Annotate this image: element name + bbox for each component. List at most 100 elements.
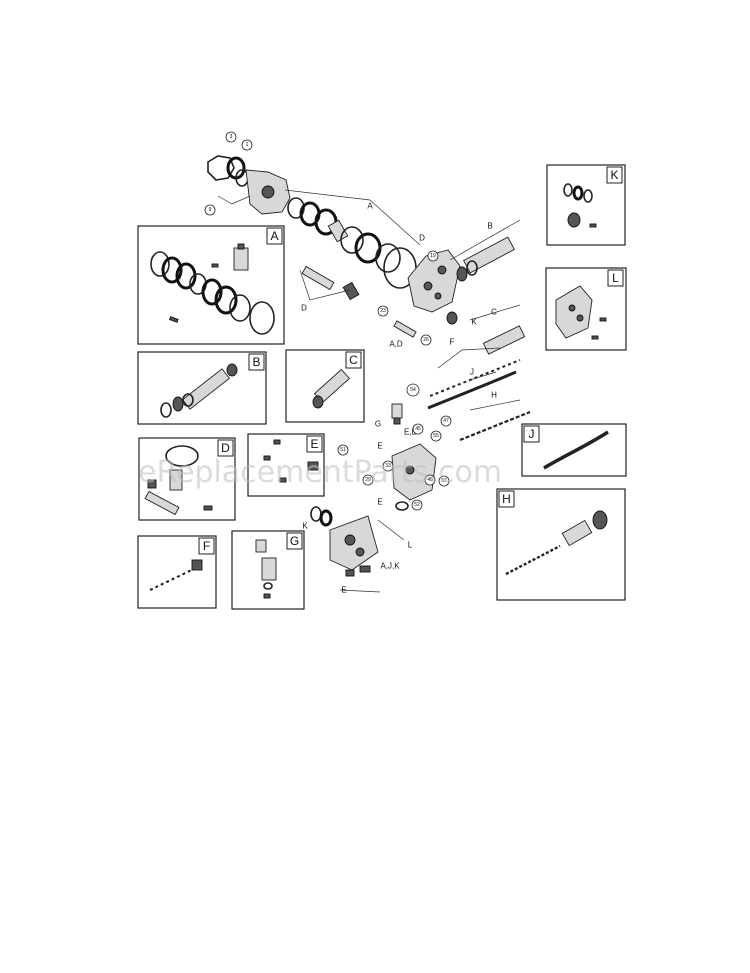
svg-text:54: 54 — [410, 387, 416, 393]
kit-label-b: B — [252, 355, 260, 369]
unloader-nut — [456, 266, 468, 282]
kit-box-d: D — [138, 437, 236, 521]
callout-a-d: A,D — [389, 340, 403, 349]
callout-k-2: K — [302, 522, 308, 531]
outlet-tube — [482, 325, 526, 355]
part-number: 33 — [382, 460, 394, 472]
kit-box-k: K — [546, 164, 626, 246]
svg-text:3: 3 — [230, 134, 233, 140]
leader-j — [469, 371, 497, 381]
callout-d-2: D — [301, 304, 307, 313]
spring-h — [459, 410, 531, 442]
fitting-2 — [345, 569, 355, 577]
svg-text:29: 29 — [365, 477, 371, 483]
part-number: 19 — [427, 250, 439, 262]
kit-label-e: E — [310, 437, 318, 451]
part-number: 47 — [440, 415, 452, 427]
part-number: 9 — [204, 204, 216, 216]
callout-h: H — [491, 391, 497, 400]
kit-box-c: C — [285, 349, 365, 423]
callout-labels: A B C D D A,D K F J H G E,L E E K L A,J,… — [301, 202, 497, 595]
unloader-tube — [463, 236, 515, 274]
bolt — [393, 320, 417, 338]
leader-f — [437, 347, 501, 369]
callout-c: C — [491, 308, 497, 317]
manifold-port-1 — [423, 281, 433, 291]
lower-ring-1 — [310, 506, 322, 522]
kit-label-l: L — [612, 271, 619, 285]
leader-9 — [217, 195, 251, 205]
valve-block-port-2 — [355, 547, 365, 557]
watermark: eReplacementParts.com — [138, 455, 502, 490]
part-number-callouts: 3 1 9 19 23 26 54 45 47 55 51 33 29 48 5… — [204, 131, 452, 511]
piston-rod — [301, 265, 335, 291]
leader-d — [299, 269, 351, 301]
kit-box-h: H — [496, 488, 626, 601]
leader-a — [284, 189, 421, 246]
kit-box-b: B — [137, 351, 267, 425]
lower-ring-2 — [319, 509, 333, 527]
kit-label-d: D — [221, 441, 230, 455]
leader-h — [469, 399, 521, 411]
callout-k-1: K — [471, 318, 477, 327]
hose-f — [429, 359, 521, 397]
kit-box-e: E — [247, 433, 325, 497]
part-number: 51 — [337, 444, 349, 456]
callout-j: J — [470, 368, 474, 377]
leader-e — [339, 589, 381, 593]
callout-e-2: E — [377, 498, 382, 507]
svg-text:19: 19 — [430, 253, 436, 259]
callout-l: L — [408, 541, 413, 550]
manifold-port-3 — [434, 292, 442, 300]
svg-text:23: 23 — [380, 308, 386, 314]
part-number: 23 — [377, 305, 389, 317]
svg-text:52: 52 — [414, 502, 420, 508]
piston-ring-6 — [375, 243, 401, 273]
svg-text:51: 51 — [340, 447, 346, 453]
kit-label-h: H — [502, 492, 511, 506]
part-number: 1 — [241, 139, 253, 151]
part-number: 3 — [225, 131, 237, 143]
main-assembly — [207, 155, 531, 593]
callout-f: F — [450, 338, 455, 347]
kit-label-g: G — [290, 534, 299, 548]
svg-text:48: 48 — [427, 477, 433, 483]
leader-c — [469, 304, 521, 321]
part-number: 52 — [411, 499, 423, 511]
part-number: 48 — [424, 474, 436, 486]
retaining-ring — [207, 155, 235, 181]
kit-box-f: F — [137, 535, 217, 609]
svg-text:1: 1 — [246, 142, 249, 148]
part-number: 54 — [406, 383, 420, 397]
leader-l — [377, 519, 405, 541]
part-number: 45 — [412, 423, 424, 435]
part-number: 29 — [362, 474, 374, 486]
part-number: 26 — [420, 334, 432, 346]
piston-ring-4 — [340, 226, 364, 254]
kit-box-j: J — [521, 423, 627, 477]
lower-o-ring — [395, 501, 409, 511]
callout-e-3: E — [341, 586, 346, 595]
svg-text:55: 55 — [433, 433, 439, 439]
part-number: 55 — [430, 430, 442, 442]
kit-box-l: L — [545, 267, 627, 351]
plunger — [342, 281, 360, 301]
piston — [327, 219, 349, 243]
callout-b: B — [487, 222, 492, 231]
svg-text:26: 26 — [423, 337, 429, 343]
svg-text:57: 57 — [441, 478, 447, 484]
lower-manifold — [391, 443, 437, 501]
callout-e-1: E — [377, 442, 382, 451]
lower-port — [405, 465, 415, 475]
kit-box-a: A — [137, 225, 285, 345]
svg-text:45: 45 — [415, 426, 421, 432]
kit-label-a: A — [270, 229, 278, 243]
check-valve-g — [391, 403, 403, 419]
oil-bottle — [233, 247, 249, 271]
leader-b — [449, 219, 521, 261]
valve-block-port-1 — [344, 534, 356, 546]
svg-text:47: 47 — [443, 418, 449, 424]
hose-j — [427, 370, 517, 410]
part-number: 57 — [438, 475, 450, 487]
